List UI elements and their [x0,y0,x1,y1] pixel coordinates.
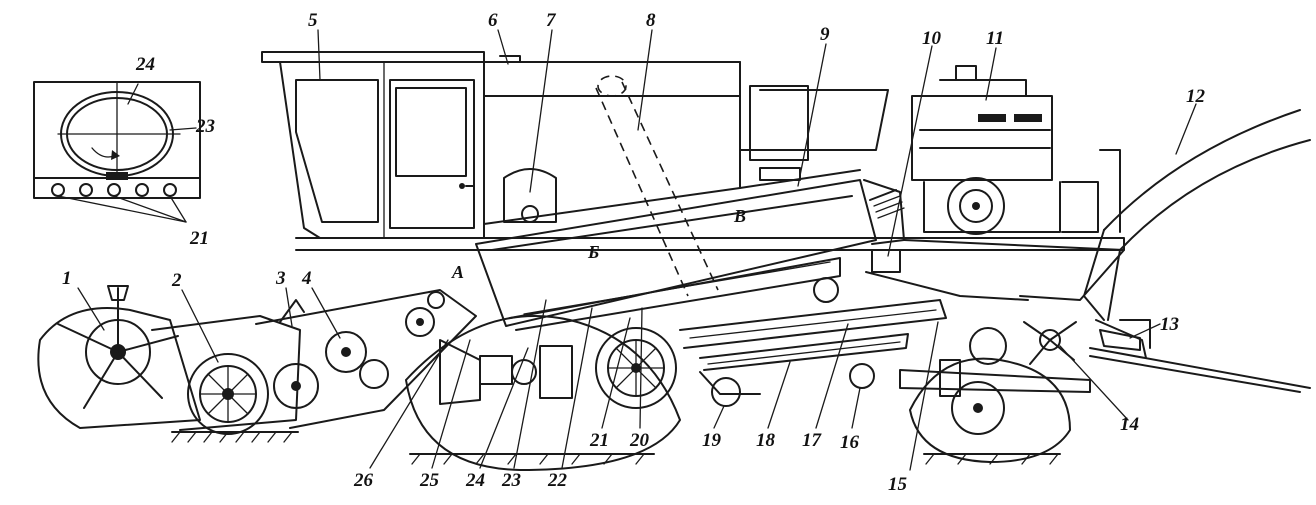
label-21: 21 [589,430,609,451]
engine [911,65,1121,235]
label-16: 16 [840,432,860,453]
thresher-body [295,179,1125,407]
inset-label-21: 21 [189,228,209,249]
label-26: 26 [353,470,374,491]
label-14: 14 [1120,414,1139,435]
inset-labels: 24 23 21 [135,54,215,249]
reel [37,285,201,429]
zone-label-a: А [451,262,464,282]
label-18: 18 [756,430,776,451]
label-12: 12 [1186,86,1206,107]
label-19: 19 [702,430,722,451]
steering-wheel [899,357,1091,463]
label-2: 2 [171,270,182,291]
grain-tank [483,55,889,297]
inset-label-23: 23 [195,116,215,137]
label-20: 20 [629,430,650,451]
label-3: 3 [275,268,286,289]
pickup [151,315,301,435]
inset-roller-row [51,183,177,197]
zone-label-v: В [733,206,746,226]
label-22: 22 [547,470,568,491]
inset-label-24: 24 [135,54,155,75]
inset-drum-detail [33,81,201,223]
part-labels: 1 2 3 4 5 6 7 8 9 10 11 12 13 14 15 16 1… [62,10,1206,495]
drive-wheel [405,315,681,471]
label-1: 1 [62,268,72,289]
label-7: 7 [546,10,557,31]
label-6: 6 [488,10,498,31]
label-5: 5 [308,10,318,31]
label-24: 24 [465,470,485,491]
ground-lines [171,431,1061,465]
cab [261,51,485,239]
label-13: 13 [1160,314,1179,335]
label-8: 8 [646,10,656,31]
label-9: 9 [820,24,830,45]
straw-chute [1023,109,1311,393]
label-10: 10 [922,28,942,49]
feeder-house [255,289,573,429]
label-17: 17 [802,430,823,451]
leader-lines [77,29,1197,471]
zone-label-b: Б [587,242,599,262]
label-4: 4 [301,268,312,289]
label-11: 11 [986,28,1004,49]
label-15: 15 [888,474,908,495]
label-23: 23 [501,470,521,491]
zone-labels: А Б В [451,206,746,282]
label-25: 25 [419,470,440,491]
